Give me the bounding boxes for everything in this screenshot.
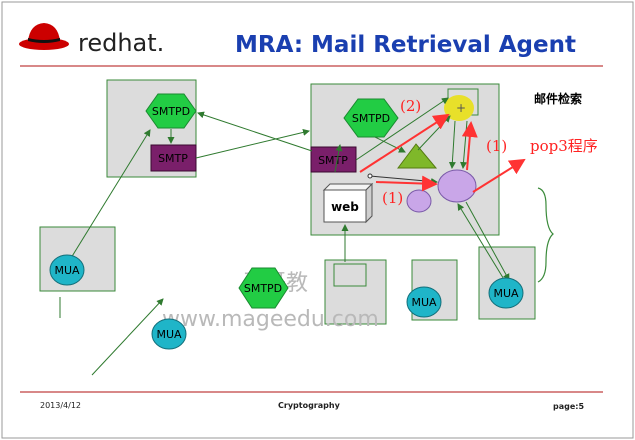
client-inner-box <box>333 263 367 287</box>
step2-label: (2) <box>400 97 421 115</box>
smtp-right-node <box>310 146 357 173</box>
mailbox-large-node <box>437 169 477 203</box>
redhat-hat-icon <box>19 23 69 50</box>
mua-right-node <box>488 277 524 309</box>
mua-left-node <box>49 254 85 286</box>
mua-bottom-node <box>406 286 442 318</box>
footer-subject: Cryptography <box>278 401 341 410</box>
smtpd-right-node <box>343 98 399 138</box>
smtpd-right-label: SMTPD <box>352 112 390 125</box>
smtp-left-label: SMTP <box>158 152 188 165</box>
redhat-logo: redhat. <box>19 23 164 57</box>
smtpd-bottom-node <box>238 267 289 309</box>
mua-center-label: MUA <box>156 328 182 341</box>
web-server-cube <box>322 182 374 224</box>
page-title: MRA: Mail Retrieval Agent <box>235 32 576 58</box>
step1-left-label: (1) <box>382 189 403 207</box>
mua-bottom-label: MUA <box>411 296 437 309</box>
smtpd-bottom-label: SMTPD <box>244 282 282 295</box>
brand-wordmark: redhat. <box>78 29 164 57</box>
smtpd-left-label: SMTPD <box>152 105 190 118</box>
mua-right-label: MUA <box>493 287 519 300</box>
mua-left-label: MUA <box>54 264 80 277</box>
footer-page: page:5 <box>553 402 584 411</box>
smtp-left-node <box>150 144 197 172</box>
red-connectors <box>359 113 526 193</box>
smtp-right-label: SMTP <box>318 154 348 167</box>
highlight-marker <box>444 95 474 121</box>
curly-brace <box>537 187 554 283</box>
mail-retrieval-annotation: 邮件检索 <box>534 91 582 106</box>
step1-right-label: (1) <box>486 137 507 155</box>
pop3-label: pop3程序 <box>530 137 598 155</box>
smtpd-left-node <box>145 93 197 129</box>
cursor-icon: + <box>456 101 466 115</box>
green-connectors <box>59 97 510 376</box>
triangle-node <box>397 143 438 169</box>
web-label: web <box>331 200 359 214</box>
watermark-url: www.mageedu.com <box>162 307 379 332</box>
mua-center-node <box>151 318 187 350</box>
mailbox-small-node <box>406 189 432 213</box>
footer-date: 2013/4/12 <box>40 401 81 410</box>
